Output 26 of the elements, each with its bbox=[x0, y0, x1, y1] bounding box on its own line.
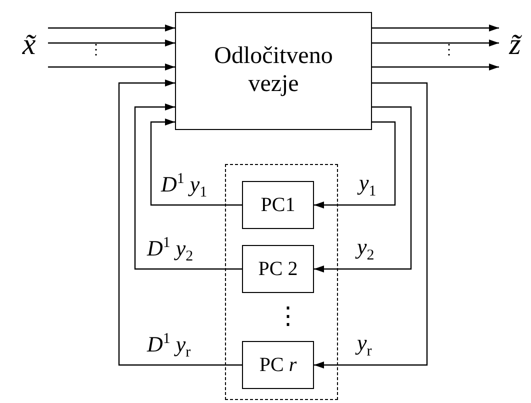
arrow bbox=[314, 82, 428, 368]
process-box bbox=[242, 341, 314, 389]
ellipsis-mark: ⋮ bbox=[442, 44, 456, 58]
dashed-group-box bbox=[225, 164, 338, 400]
arrow bbox=[372, 24, 499, 32]
process-box bbox=[175, 12, 372, 130]
arrow bbox=[372, 40, 499, 46]
arrow bbox=[314, 121, 396, 208]
ellipsis-mark: ⋮ bbox=[276, 305, 300, 329]
box-label: PC 2 bbox=[258, 258, 298, 280]
arrow bbox=[48, 24, 175, 32]
ellipsis-mark: ⋮ bbox=[89, 44, 103, 58]
box-label: Odločitveno vezje bbox=[213, 43, 334, 99]
arrow bbox=[48, 64, 175, 70]
box-label: PC1 bbox=[260, 194, 296, 216]
arrow bbox=[48, 40, 175, 46]
arrow bbox=[372, 64, 499, 70]
box-label: PC r bbox=[259, 354, 297, 376]
output-symbol: z̃ bbox=[509, 28, 521, 62]
process-box bbox=[242, 245, 314, 293]
arrow bbox=[150, 118, 242, 206]
process-box bbox=[242, 181, 314, 229]
input-symbol: x̃ bbox=[22, 28, 36, 62]
arrow bbox=[314, 106, 412, 272]
arrow bbox=[118, 80, 242, 366]
arrow bbox=[134, 104, 242, 270]
